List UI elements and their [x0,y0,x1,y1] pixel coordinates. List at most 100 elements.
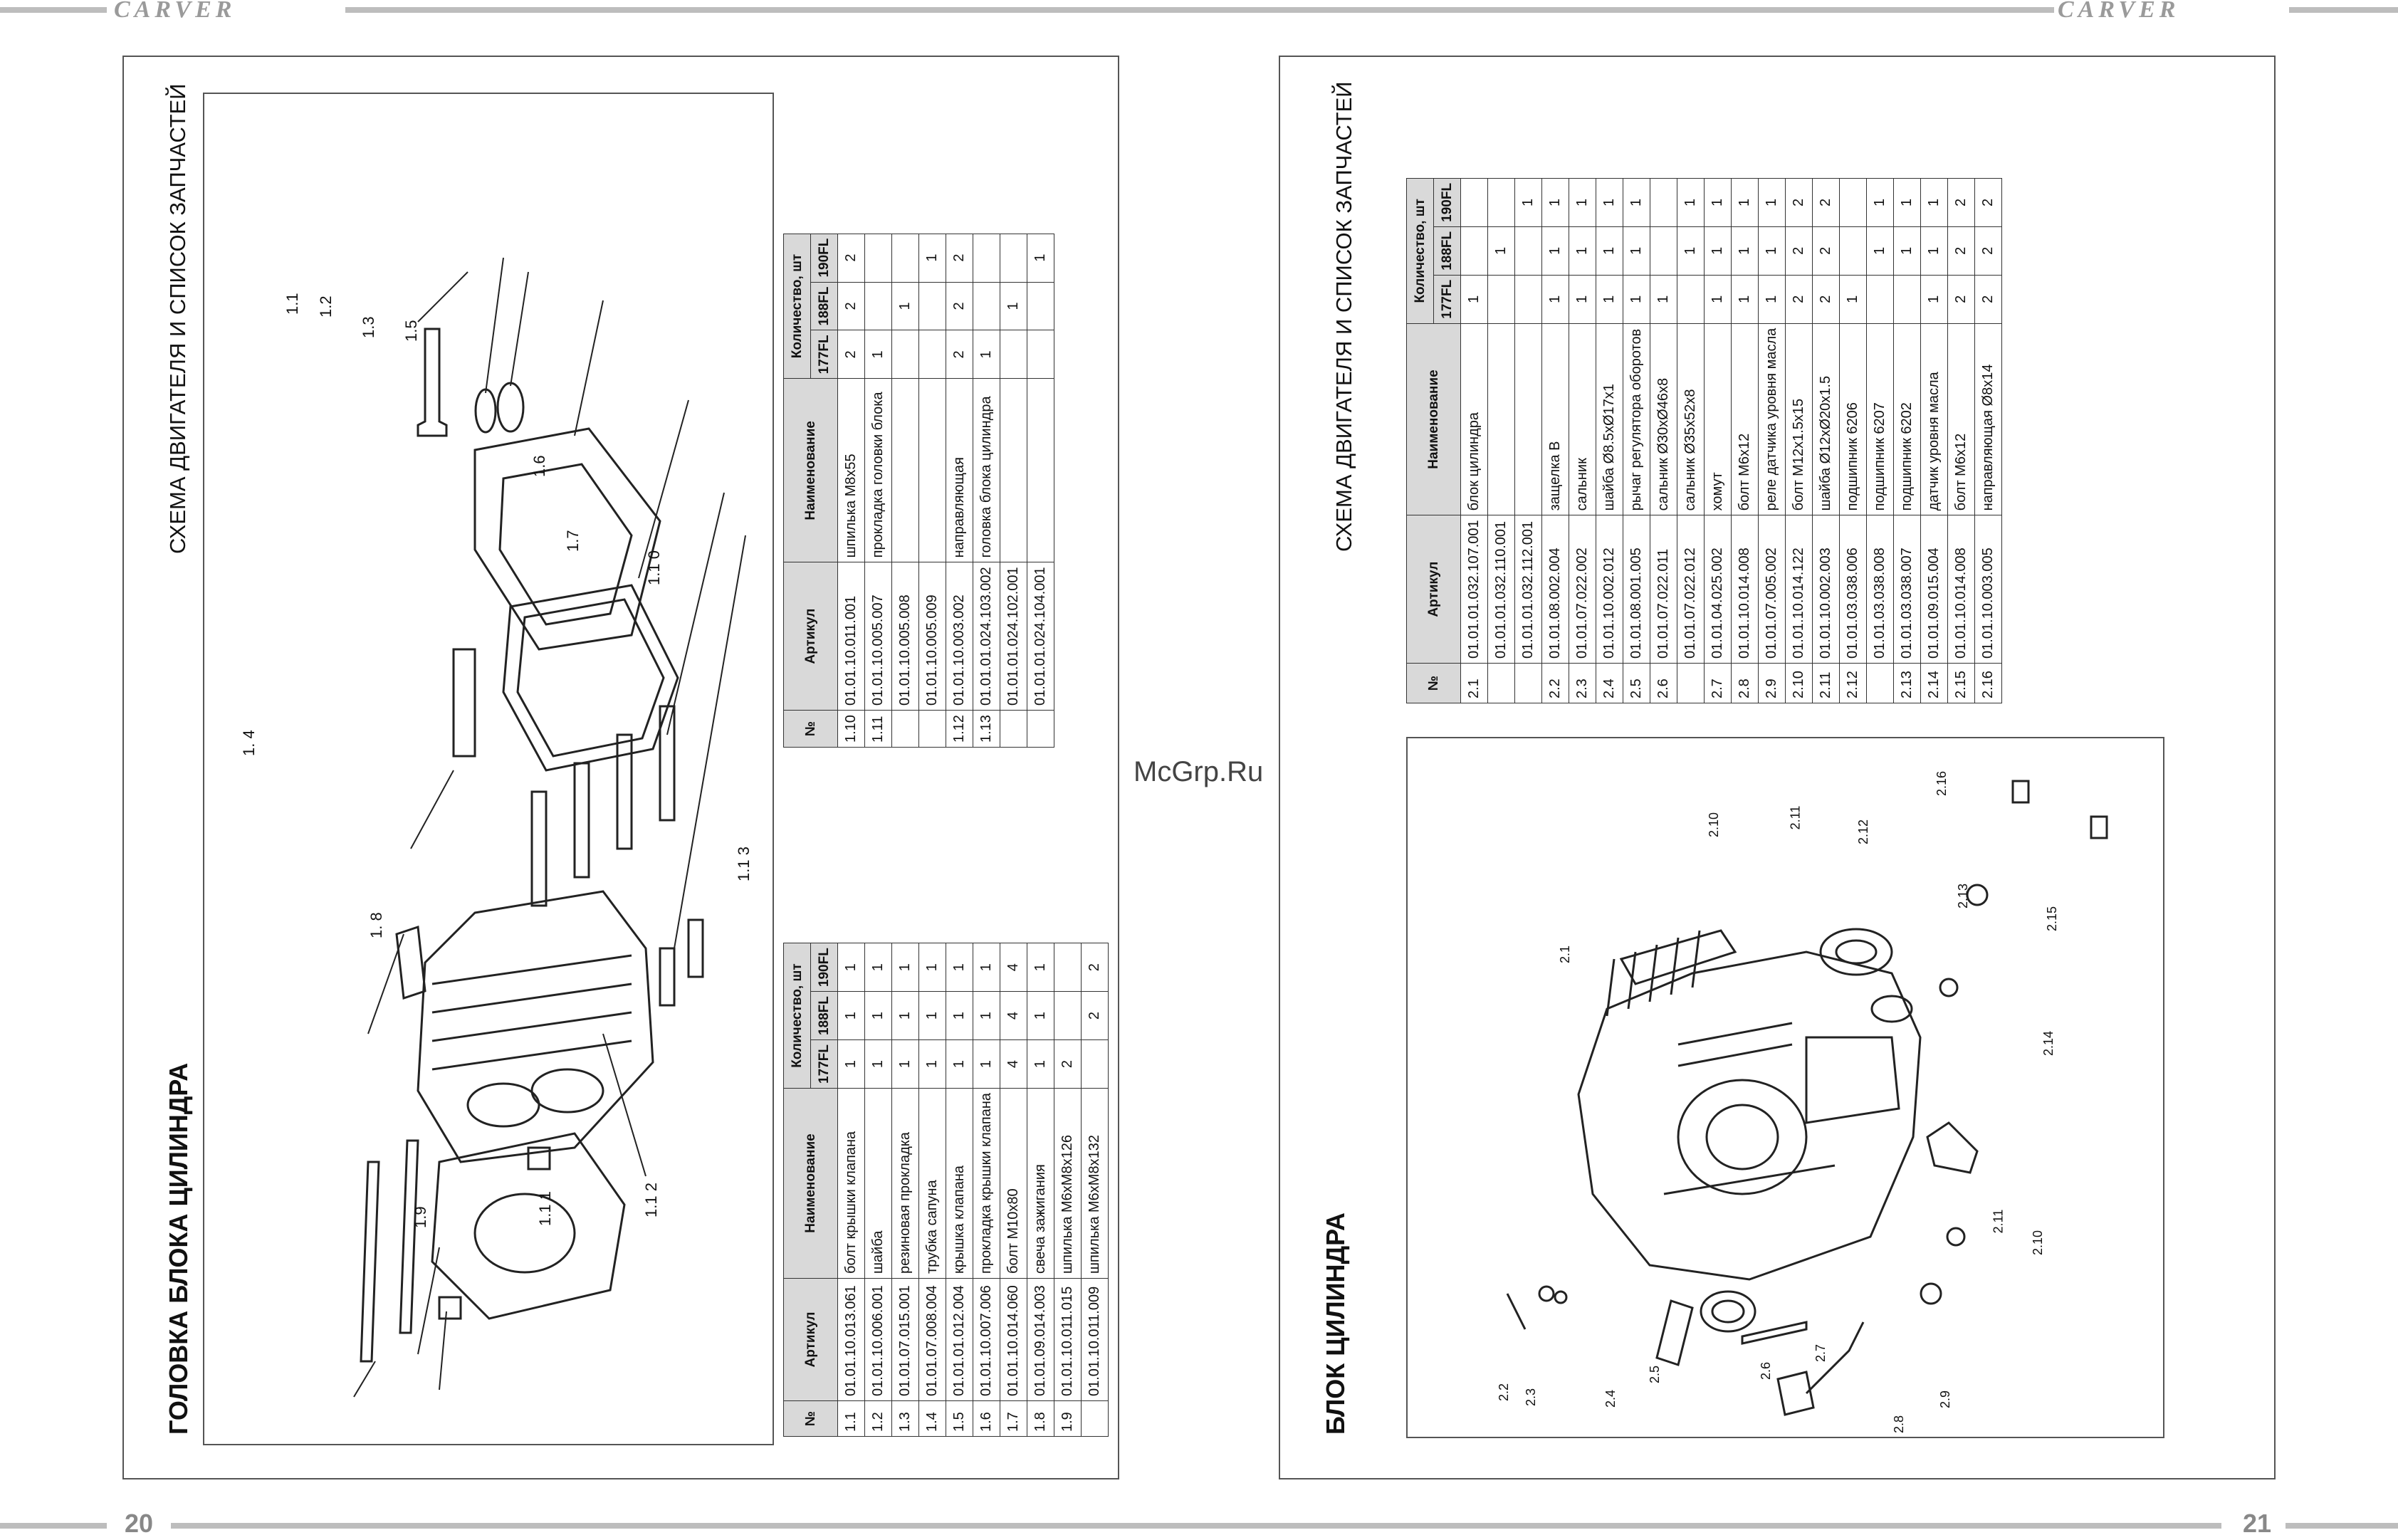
callout-2-5: 2.5 [1648,1365,1663,1384]
table-cell: 1 [1704,178,1732,227]
table-cell [1514,663,1542,703]
callout-2-4: 2.4 [1603,1389,1618,1408]
table-cell: трубка сапуна [918,1088,946,1279]
table-cell: 2.11 [1812,663,1840,703]
table-cell: 1 [864,943,892,992]
table-cell: 01.01.09.014.003 [1027,1278,1054,1401]
callout-1-1: 1.1 [283,293,301,315]
footer-rule-right [2286,1523,2398,1529]
table-cell: 01.01.01.012.004 [946,1278,973,1401]
callout-1-5: 1.5 [402,320,420,342]
table-cell: 1 [1514,178,1542,227]
table-cell: свеча зажигания [1027,1088,1054,1279]
table-cell: 2 [1785,275,1813,324]
table-row: 01.01.10.005.009 1 [918,234,946,748]
table-cell: 01.01.03.038.007 [1893,515,1921,664]
table-cell: 1 [973,943,1000,992]
table-cell: 2 [946,282,973,330]
table-cell: 01.01.01.032.112.001 [1514,515,1542,664]
table-cell: головка блока цилиндра [973,378,1000,562]
table-cell: 01.01.10.003.005 [1974,515,2002,664]
table-cell: 01.01.04.025.002 [1704,515,1732,664]
table-cell: 01.01.10.011.009 [1081,1278,1109,1401]
table-cell: 01.01.10.002.012 [1596,515,1623,664]
table-cell: 1 [864,1039,892,1089]
table-cell: 01.01.10.003.002 [946,562,973,711]
table-cell: 01.01.10.006.001 [864,1278,892,1401]
table-cell: 1.8 [1027,1400,1054,1437]
table-cell: 2 [946,234,973,283]
table-cell: 1 [1920,275,1948,324]
table-cell: шпилька М6хМ8х126 [1054,1088,1082,1279]
callout-1-7: 1.7 [564,530,582,552]
table-cell: 1 [1000,282,1027,330]
header-rule-left [0,7,107,13]
page-frame-right [1279,56,2276,1479]
table-cell: 01.01.01.024.104.001 [1027,562,1054,711]
table-cell [1487,178,1515,227]
table-cell: болт М12х1.5х15 [1785,323,1813,515]
table-cell: 1 [1027,1039,1054,1089]
table-cell [1487,323,1515,515]
table-cell: 1 [918,234,946,283]
callout-2-10b: 2.10 [2031,1230,2046,1256]
table-cell: 01.01.10.014.122 [1785,515,1813,664]
table-cell [1893,275,1921,324]
table-cell: 01.01.07.022.002 [1569,515,1596,664]
brand-logo-right: CARVER [2058,0,2180,23]
table-cell: 2 [1785,178,1813,227]
table-cell: 01.01.10.014.008 [1731,515,1759,664]
table-cell: 01.01.10.014.008 [1947,515,1975,664]
table-cell: 1 [946,1039,973,1089]
table-cell: 4 [1000,1039,1027,1089]
callout-1-11: 1.1 1 [536,1191,554,1226]
table-cell [1514,275,1542,324]
table-cell: 2.16 [1974,663,2002,703]
table-cell: 01.01.09.015.004 [1920,515,1948,664]
table-cell: 1 [864,991,892,1040]
table-cell [1460,178,1488,227]
table-cell: 1 [1704,226,1732,276]
callout-2-12: 2.12 [1856,819,1871,845]
table-cell: 1 [946,943,973,992]
table-cell: направляющая [946,378,973,562]
table-cell: 1 [1541,275,1569,324]
table-cell: 2.4 [1596,663,1623,703]
table-cell [1514,323,1542,515]
table-cell: 01.01.10.014.060 [1000,1278,1027,1401]
table-cell: 01.01.10.005.009 [918,562,946,711]
table-cell: сальник [1569,323,1596,515]
table-cell [918,378,946,562]
table-cell: 01.01.01.024.103.002 [973,562,1000,711]
table-cell: 01.01.07.008.004 [918,1278,946,1401]
table-cell [891,710,919,748]
table-cell: 4 [1000,991,1027,1040]
table-cell [1027,330,1054,379]
footer-rule-center [171,1523,2221,1529]
table-cell: 1 [973,1039,1000,1089]
table-cell [891,378,919,562]
table-cell [1650,178,1677,227]
table-cell: подшипник 6206 [1839,323,1867,515]
callout-2-1: 2.1 [1558,945,1573,964]
table-cell [1000,234,1027,283]
table-cell: прокладка головки блока [864,378,892,562]
table-cell: блок цилиндра [1460,323,1488,515]
table-cell: 1 [1893,226,1921,276]
table-cell: 2 [837,234,865,283]
table-cell: 01.01.03.038.006 [1839,515,1867,664]
table-cell: 1 [891,1039,919,1089]
